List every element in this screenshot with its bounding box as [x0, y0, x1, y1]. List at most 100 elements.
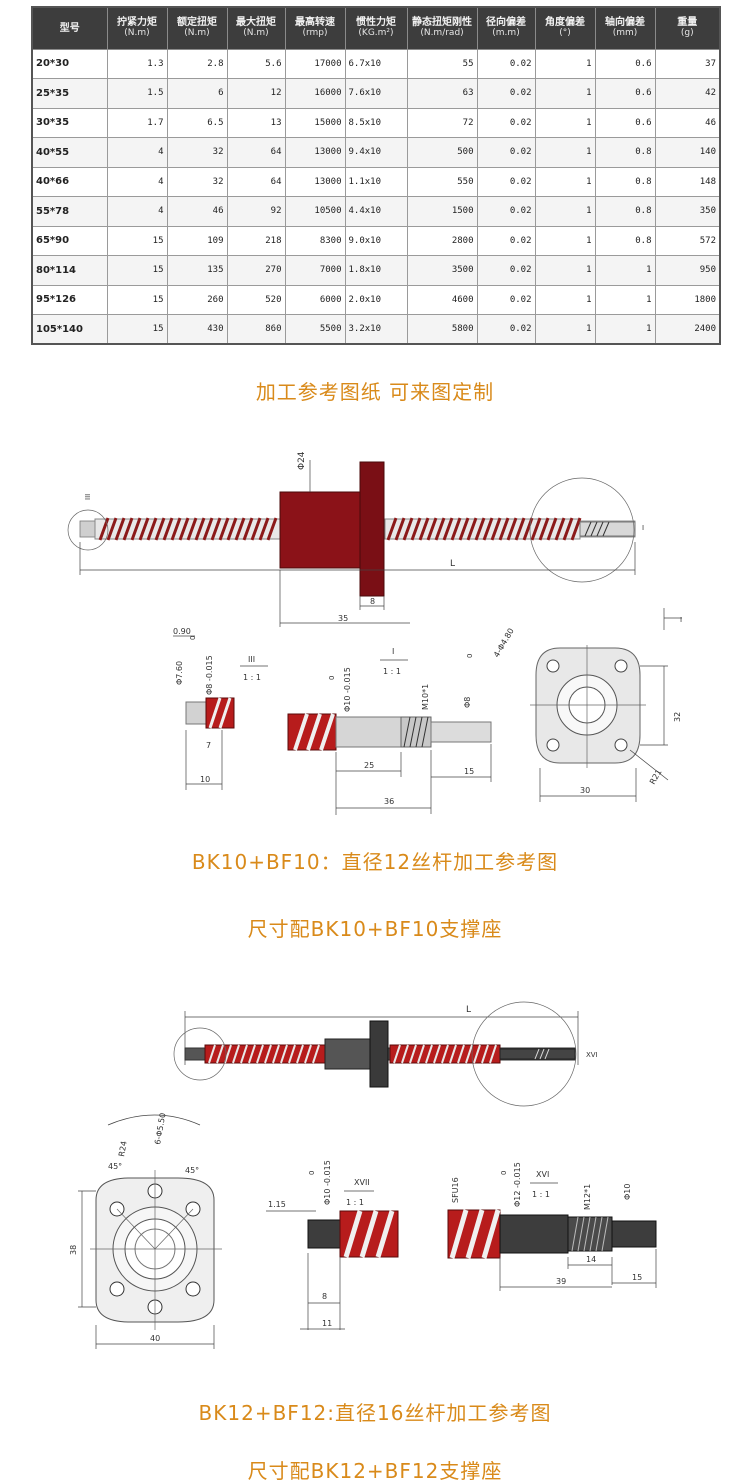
detail-mark-i-flange: I	[680, 616, 682, 624]
scale-label-xvi: XVI	[536, 1170, 549, 1179]
table-cell: 5800	[406, 314, 478, 345]
dim-6-holes: 6-Φ5.50	[153, 1112, 167, 1145]
table-cell: 1500	[406, 196, 478, 227]
table-cell: 1	[534, 107, 596, 138]
table-cell: 270	[226, 255, 286, 286]
spec-header-unit: (N.m/rad)	[420, 28, 464, 39]
spec-header-7: 径向偏差(m.m)	[476, 6, 536, 50]
spec-header-unit: (rmp)	[302, 28, 328, 39]
table-cell: 7000	[284, 255, 346, 286]
table-cell: 218	[226, 225, 286, 256]
spec-header-unit: (N.m)	[243, 28, 269, 39]
table-cell: 0.6	[594, 107, 656, 138]
table-cell: 30*35	[31, 107, 108, 138]
spec-header-10: 重量(g)	[654, 6, 721, 50]
dim-36: 36	[384, 797, 394, 806]
table-cell: 0.02	[476, 255, 536, 286]
table-cell: 15	[106, 314, 168, 345]
table-cell: 5.6	[226, 48, 286, 79]
table-cell: 4.4x10	[344, 196, 408, 227]
dim-38: 38	[69, 1245, 78, 1255]
spec-header-8: 角度偏差(°)	[534, 6, 596, 50]
table-cell: 2.8	[166, 48, 228, 79]
table-cell: 500	[406, 137, 478, 168]
table-cell: 0.02	[476, 196, 536, 227]
dim-m12: M12*1	[583, 1184, 592, 1210]
dim-090: 0.90	[173, 627, 191, 636]
spec-table-container: 型号拧紧力矩(N.m)额定扭矩(N.m)最大扭矩(N.m)最高转速(rmp)惯性…	[31, 6, 721, 345]
scale-ratio-iii: 1 : 1	[243, 673, 261, 682]
spec-header-label: 额定扭矩	[177, 17, 217, 29]
table-cell: 0.02	[476, 137, 536, 168]
dim-45-right: 45°	[185, 1166, 199, 1175]
spec-header-label: 角度偏差	[545, 17, 585, 29]
spec-header-4: 最高转速(rmp)	[284, 6, 346, 50]
scale-ratio-i: 1 : 1	[383, 667, 401, 676]
caption-bk10-title: BK10+BF10：直径12丝杆加工参考图	[191, 850, 559, 874]
table-cell: 37	[654, 48, 721, 79]
spec-header-unit: (°)	[559, 28, 571, 39]
scale-label-i: I	[392, 647, 394, 656]
table-cell: 1	[594, 314, 656, 345]
dim-15-b: 15	[632, 1273, 642, 1282]
table-cell: 520	[226, 284, 286, 315]
dim-12-tol: Φ12 -0.015	[513, 1162, 522, 1207]
table-cell: 0.8	[594, 225, 656, 256]
detail-xvi-view: SFU16 Φ12 -0.015 0 XVI 1 : 1 M12*1 Φ10 1…	[447, 1162, 657, 1291]
dim-10-tol-2-zero: 0	[308, 1171, 316, 1175]
dim-m10: M10*1	[421, 684, 430, 710]
table-cell: 1	[594, 284, 656, 315]
table-cell: 0.8	[594, 196, 656, 227]
spec-header-label: 轴向偏差	[605, 17, 645, 29]
dim-phi8: Φ8	[463, 697, 472, 708]
dim-r24: R24	[117, 1140, 129, 1157]
table-cell: 15	[106, 225, 168, 256]
scale-ratio-xvii: 1 : 1	[346, 1198, 364, 1207]
table-cell: 13000	[284, 137, 346, 168]
table-cell: 13	[226, 107, 286, 138]
detail-mark-iii: III	[84, 494, 92, 500]
table-cell: 4	[106, 166, 168, 197]
dim-phi10-b: Φ10	[623, 1184, 632, 1200]
table-cell: 80*114	[31, 255, 108, 286]
bk12-engineering-drawing: L XVI R24 6-Φ5.50 45° 45°	[69, 1001, 657, 1349]
table-cell: 10500	[284, 196, 346, 227]
spec-header-label: 径向偏差	[486, 17, 526, 29]
table-cell: 3500	[406, 255, 478, 286]
table-cell: 8.5x10	[344, 107, 408, 138]
table-cell: 350	[654, 196, 721, 227]
dim-4-holes: 4-Φ4.80	[492, 627, 516, 659]
spec-header-unit: (KG.m²)	[358, 28, 394, 39]
table-cell: 0.8	[594, 137, 656, 168]
detail-i-view: Φ10 -0.015 0 I 1 : 1 M10*1 Φ8 25 15 36	[287, 647, 492, 815]
spec-header-label: 拧紧力矩	[117, 17, 157, 29]
dim-sfu16: SFU16	[451, 1177, 460, 1203]
dim-7: 7	[206, 741, 211, 750]
table-cell: 1.3	[106, 48, 168, 79]
spec-header-label: 重量	[677, 17, 698, 29]
dim-overall-length: L	[450, 559, 455, 569]
table-cell: 1.1x10	[344, 166, 408, 197]
table-cell: 0.02	[476, 78, 536, 109]
caption-bk12-support: 尺寸配BK12+BF12支撑座	[247, 1459, 503, 1483]
dim-39: 39	[556, 1277, 566, 1286]
dim-15: 15	[464, 767, 474, 776]
table-cell: 1	[534, 48, 596, 79]
table-cell: 1	[534, 196, 596, 227]
dim-flange-width: 8	[370, 597, 375, 606]
table-cell: 1800	[654, 284, 721, 315]
table-cell: 32	[166, 137, 228, 168]
bk10-flange-front-view: 4-Φ4.80 0 32 R21 30 I	[466, 608, 682, 802]
table-cell: 572	[654, 225, 721, 256]
detail-mark-i: I	[642, 524, 644, 532]
dim-8-b: 8	[322, 1292, 327, 1301]
spec-header-unit: (g)	[680, 28, 694, 39]
table-cell: 42	[654, 78, 721, 109]
table-cell: 12	[226, 78, 286, 109]
scale-label-xvii: XVII	[354, 1178, 370, 1187]
detail-xvii-view: Φ10 -0.015 0 XVII 1 : 1 1.15 8 11	[266, 1160, 399, 1330]
spec-header-1: 拧紧力矩(N.m)	[106, 6, 168, 50]
